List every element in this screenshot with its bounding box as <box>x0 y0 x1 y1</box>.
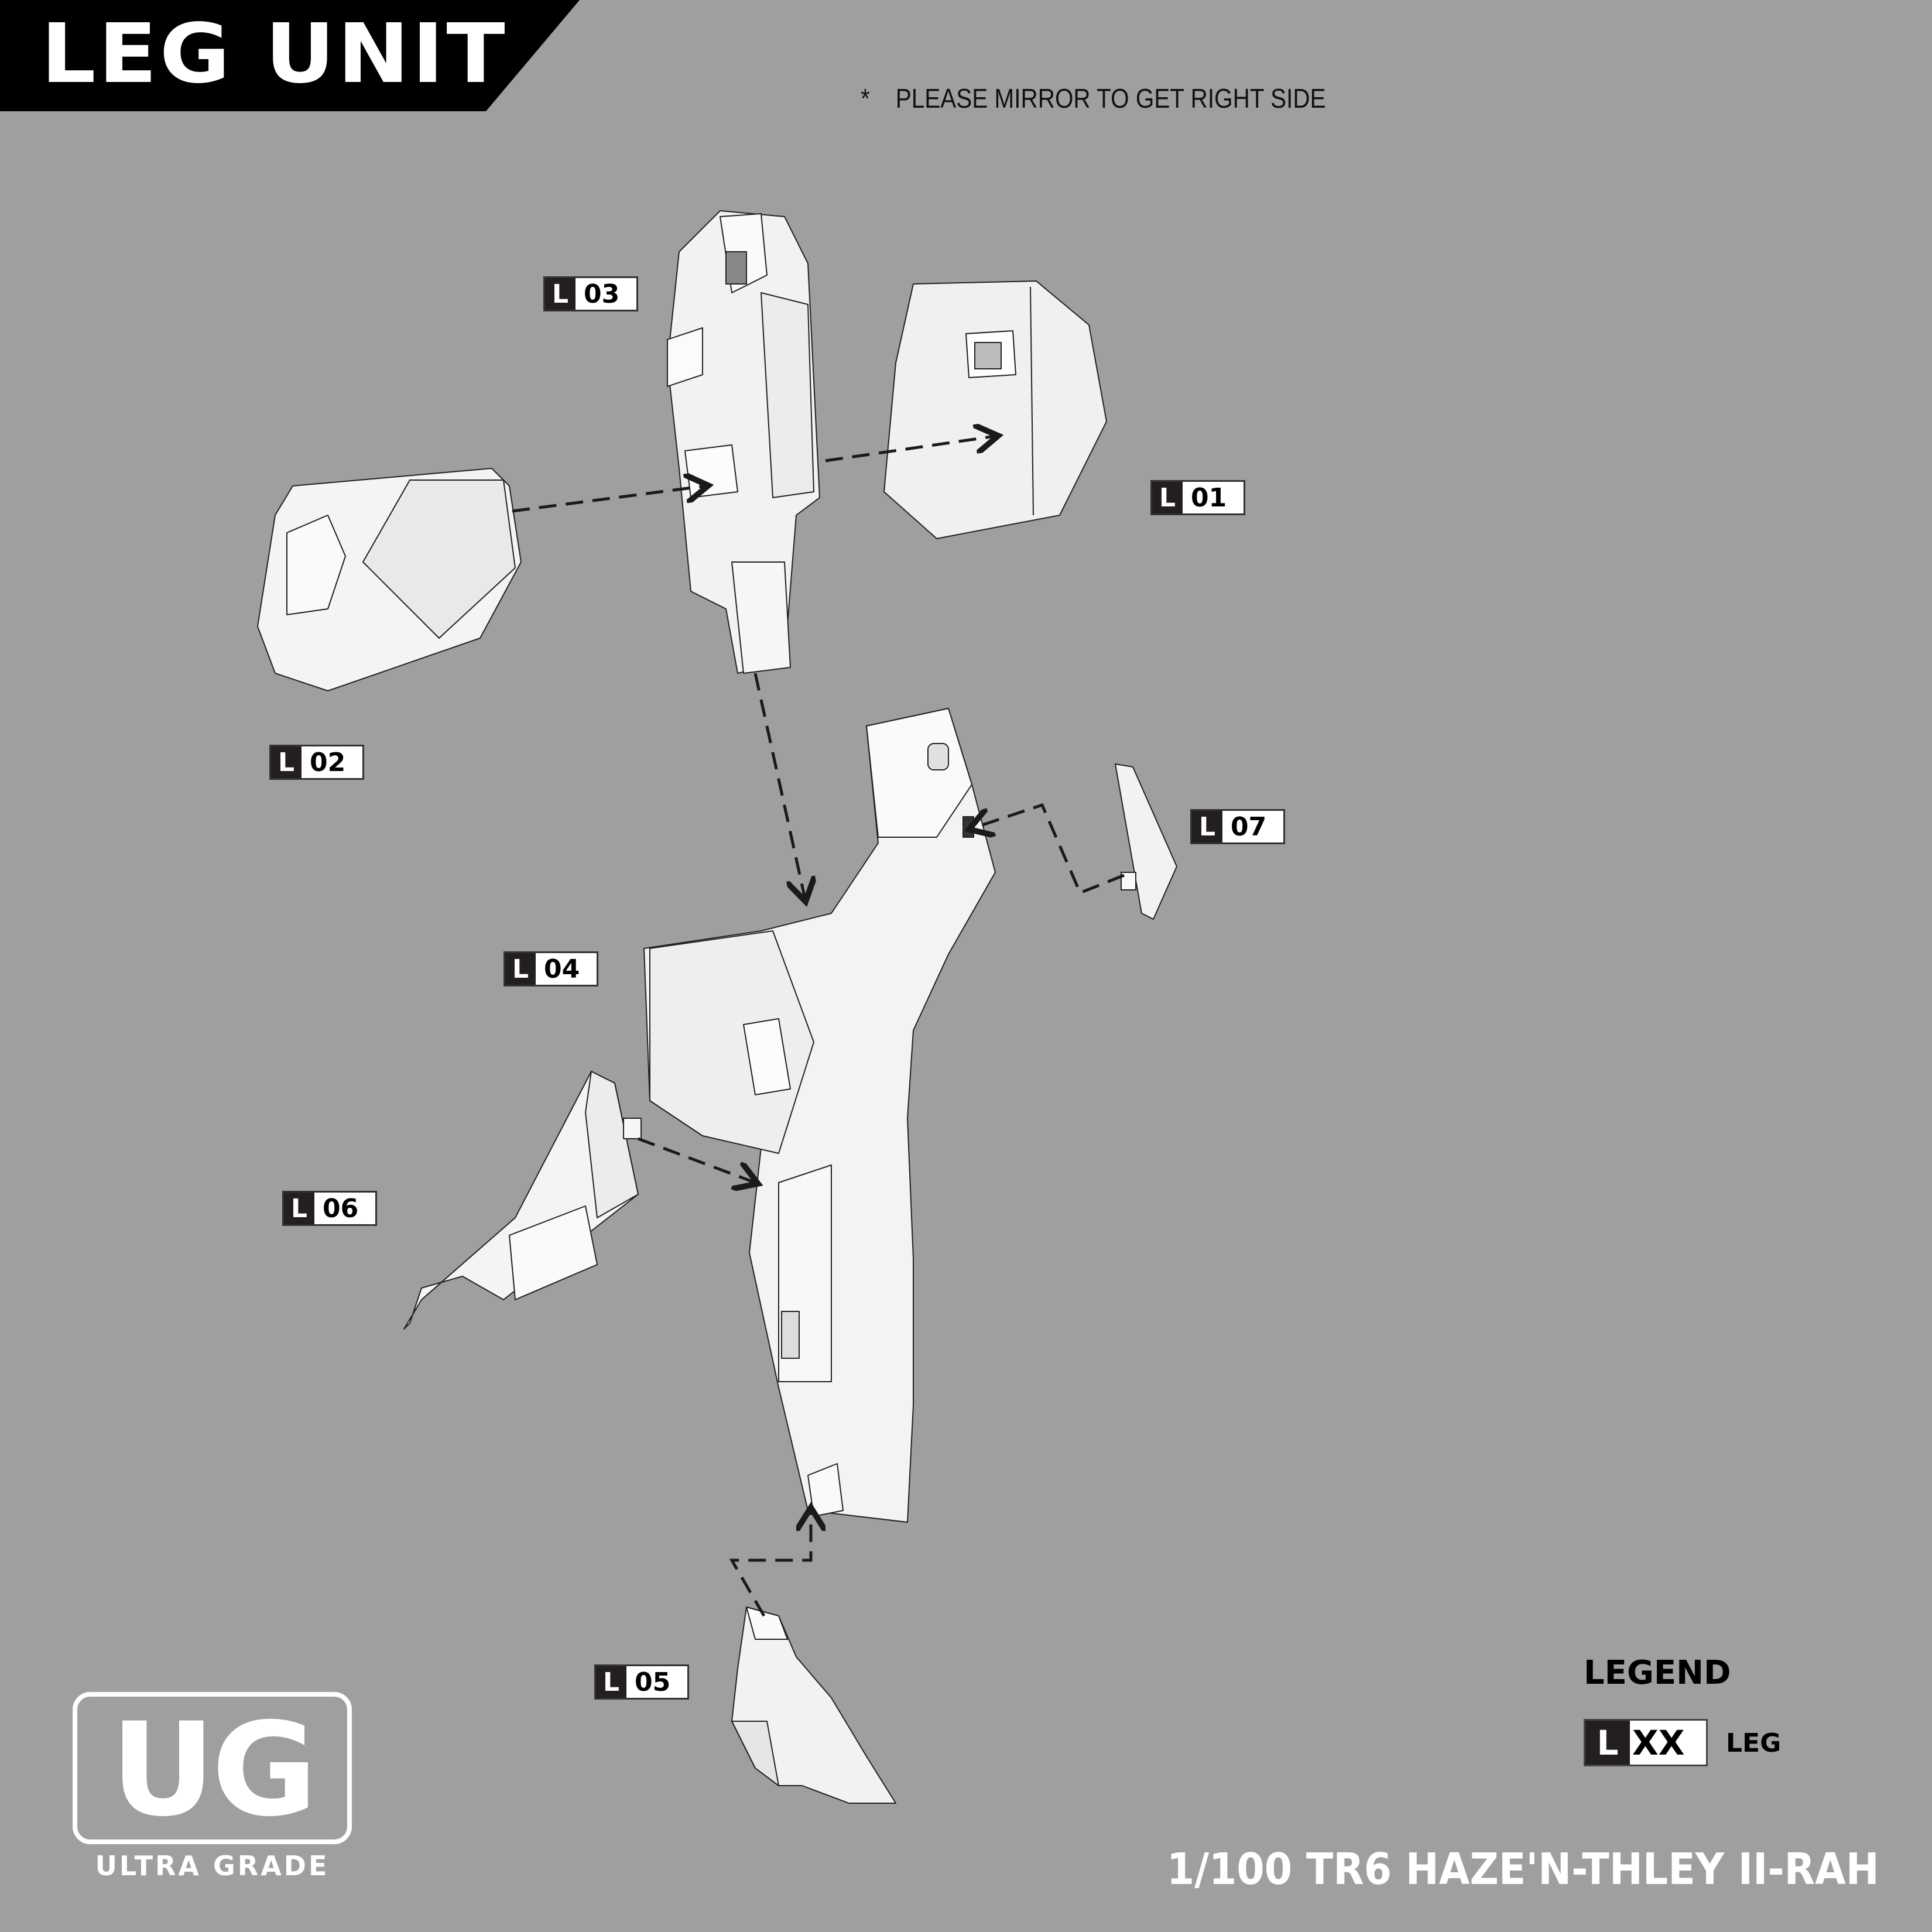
label-number: 06 <box>323 1193 359 1224</box>
mirror-instruction: * PLEASE MIRROR TO GET RIGHT SIDE <box>861 82 1326 115</box>
part-label-l04: L 04 <box>503 951 598 986</box>
ug-logo-subtitle: ULTRA GRADE <box>95 1850 330 1882</box>
part-label-l02: L 02 <box>269 745 364 780</box>
part-label-l07: L 07 <box>1190 809 1285 844</box>
legend-label-sample: L XX <box>1584 1719 1708 1766</box>
part-l04-illustration <box>643 708 996 1523</box>
part-l02-illustration <box>257 468 522 691</box>
legend-description: LEG <box>1726 1728 1782 1758</box>
guide-l07-to-l04 <box>972 803 1125 895</box>
label-number: 03 <box>584 279 620 309</box>
banner-shape <box>0 0 580 111</box>
label-number: 01 <box>1191 482 1227 513</box>
label-number: 05 <box>635 1667 671 1697</box>
asterisk-marker: * <box>861 83 870 114</box>
label-prefix: L <box>1192 811 1222 842</box>
guide-l03-to-l04 <box>753 673 805 899</box>
label-prefix: L <box>1152 482 1183 513</box>
label-prefix: L <box>545 278 576 310</box>
part-label-l03: L 03 <box>543 276 638 311</box>
part-l01-illustration <box>883 280 1107 539</box>
part-label-l05: L 05 <box>594 1664 689 1700</box>
part-l03-illustration <box>667 210 820 674</box>
part-l05-illustration <box>731 1606 896 1804</box>
part-label-l01: L 01 <box>1150 480 1245 515</box>
guide-l05-to-l04 <box>729 1510 811 1617</box>
mirror-note-text: PLEASE MIRROR TO GET RIGHT SIDE <box>895 83 1326 114</box>
label-number: 07 <box>1231 811 1267 842</box>
label-number: 04 <box>544 954 580 984</box>
label-number: 02 <box>310 747 346 777</box>
part-label-l06: L 06 <box>282 1191 377 1226</box>
label-prefix: L <box>596 1666 626 1698</box>
ug-logo-mark: UG <box>110 1695 317 1845</box>
guide-l06-to-l04 <box>638 1137 755 1183</box>
legend-prefix: L <box>1585 1721 1630 1765</box>
legend-title: LEGEND <box>1584 1654 1731 1692</box>
label-prefix: L <box>505 953 536 985</box>
part-l06-illustration <box>403 1071 642 1330</box>
ug-logo: UG <box>73 1692 352 1844</box>
title-banner: LEG UNIT <box>0 0 585 112</box>
page-title: LEG UNIT <box>41 6 508 102</box>
guide-l02-to-l03 <box>512 486 705 513</box>
label-prefix: L <box>271 746 302 778</box>
part-l07-illustration <box>1115 763 1177 920</box>
model-title: 1/100 TR6 HAZE'N-THLEY II-RAH <box>1167 1844 1879 1895</box>
assembly-guide-lines <box>512 436 1125 1617</box>
guide-l03-to-l01 <box>825 436 995 463</box>
legend-placeholder: XX <box>1632 1722 1685 1763</box>
label-prefix: L <box>284 1193 314 1224</box>
